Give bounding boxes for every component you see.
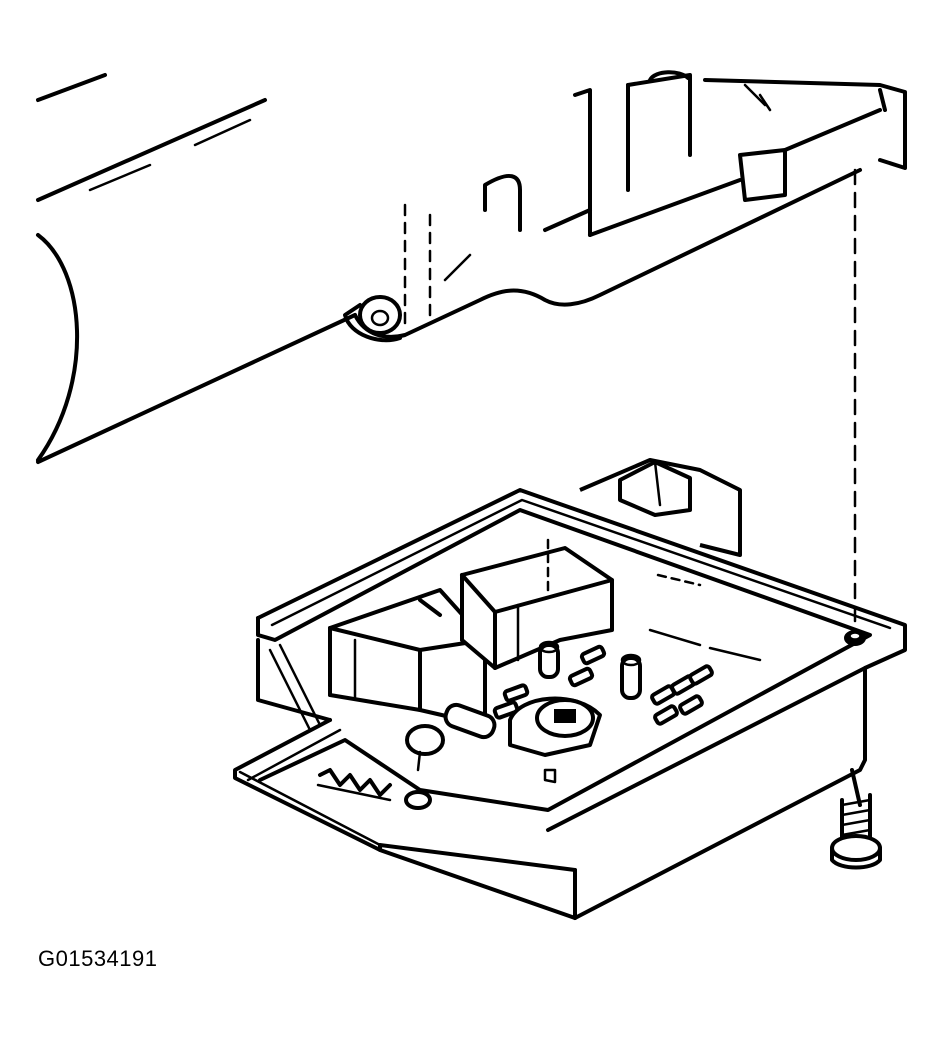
- upper-housing: [36, 70, 907, 464]
- mounting-screw: [830, 768, 882, 870]
- control-module: [233, 458, 907, 920]
- figure-id-label: G01534191: [38, 946, 158, 971]
- control-module-installation-diagram: [36, 70, 907, 920]
